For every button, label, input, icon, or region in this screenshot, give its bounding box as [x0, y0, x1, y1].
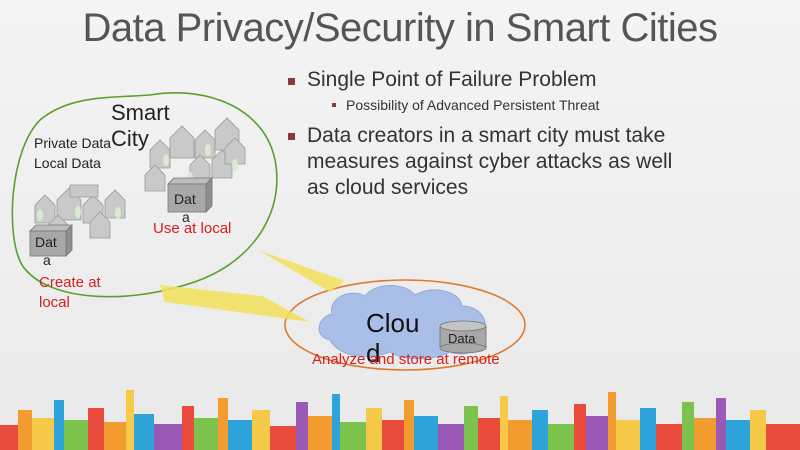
data-cube-label-create: Dat a — [35, 233, 57, 269]
bullet-square-icon — [288, 133, 295, 140]
bullet-square-icon — [288, 78, 295, 85]
arrow-upload-2 — [258, 250, 345, 292]
create-line2: local — [39, 294, 70, 311]
data-cube-create — [29, 224, 73, 257]
data-cube-text-2: a — [182, 209, 190, 225]
skyline-decoration — [0, 390, 800, 450]
bullet-data-creators: Data creators in a smart city must take … — [288, 123, 688, 201]
data-cube-text-2: a — [43, 252, 51, 268]
data-cube-local-use — [167, 177, 213, 213]
smart-city-boundary — [11, 92, 278, 298]
arrow-upload-1 — [160, 285, 310, 322]
cloud-line2: d — [366, 338, 381, 368]
data-cylinder-label: Data — [448, 331, 476, 346]
smart-city-label: Smart City — [111, 100, 170, 152]
private-local-label: Private Data Local Data — [34, 133, 111, 173]
smart-city-line1: Smart — [111, 100, 170, 125]
trees-left — [37, 206, 121, 221]
sub-bullet-apt: Possibility of Advanced Persistent Threa… — [332, 97, 599, 113]
sub-bullet-text: Possibility of Advanced Persistent Threa… — [346, 97, 600, 113]
smart-city-line2: City — [111, 126, 149, 151]
data-cube-label-use: Dat a — [174, 190, 196, 226]
cloud-label: Clou d — [366, 308, 419, 368]
bullet-text: Data creators in a smart city must take … — [307, 124, 673, 199]
local-data-label: Local Data — [34, 155, 101, 171]
bullet-square-icon — [332, 103, 336, 107]
analyze-remote-label: Analyze and store at remote — [312, 351, 500, 368]
bullet-single-point-failure: Single Point of Failure Problem — [288, 68, 596, 92]
data-cylinder-icon — [439, 320, 487, 354]
use-at-local-label: Use at local — [153, 220, 232, 237]
remote-boundary — [284, 279, 526, 371]
private-data-label: Private Data — [34, 135, 112, 151]
slide-title: Data Privacy/Security in Smart Cities — [82, 6, 718, 50]
cloud-line1: Clou — [366, 308, 420, 338]
create-at-local-label: Create at local — [39, 273, 101, 313]
create-line1: Create at — [39, 274, 101, 291]
data-cube-text-1: Dat — [35, 234, 57, 250]
bullet-text: Single Point of Failure Problem — [307, 68, 597, 91]
data-cube-text-1: Dat — [174, 191, 196, 207]
